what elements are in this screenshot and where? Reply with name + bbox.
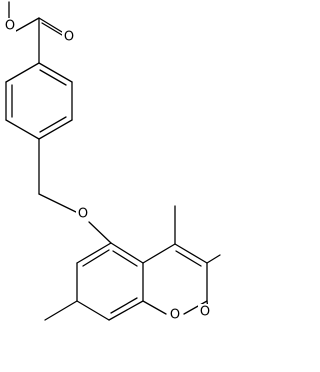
bond-o1-c8a [142,300,167,315]
ester-oxygen-label: O [5,19,15,34]
bond-c8-c8a-inner [110,297,138,314]
bond-o-coumarin [88,221,112,244]
bond-c4-c3 [174,243,208,264]
benzyl-ether-linker [38,138,112,244]
bond-c8-c8a [108,300,144,321]
bond-c7-c8 [76,300,110,321]
bond-c4-c3-inner [175,250,202,267]
methyl-ester-group [8,1,63,64]
carbonyl-oxygen: O [62,29,75,45]
bond-c4a-c5 [110,242,144,264]
bond-ring-1 [38,62,73,83]
bond-ring-6 [5,62,40,83]
bond-o-carbonylc [15,17,40,32]
bond-ch2-o [38,193,77,213]
bond-c3-methyl [206,254,221,264]
ester-oxygen: O [3,18,16,34]
ring-oxygen-label: O [170,308,180,323]
ether-oxygen: O [76,206,89,222]
bond-c5-c6-inner [82,249,110,267]
bond-carbonylc-o-double-2 [41,22,63,36]
lactone-carbonyl-oxygen-label: O [200,305,210,320]
bond-carbonylc-o-double-1 [38,17,63,33]
bond-c2-o1 [183,300,208,315]
ring-oxygen: O [168,307,181,323]
bond-ring-3 [38,119,73,140]
molecule-diagram: O O O O O [3,1,221,323]
lactone-carbonyl-oxygen: O [198,304,211,320]
benzene-ring [5,62,73,140]
coumarin-benzo-ring [44,242,144,321]
coumarin-pyranone-ring [142,205,221,319]
carbonyl-oxygen-label: O [64,30,74,45]
bond-ring-inner-2 [39,116,67,133]
bond-c4a-c5-inner [112,250,138,267]
bond-c5-c6 [76,242,112,264]
bond-c7-methyl [44,300,78,321]
bond-c4a-c4 [142,243,176,264]
bond-ring-inner-1 [39,69,67,86]
ether-oxygen-label: O [78,207,88,222]
bond-ring-4 [5,119,40,140]
